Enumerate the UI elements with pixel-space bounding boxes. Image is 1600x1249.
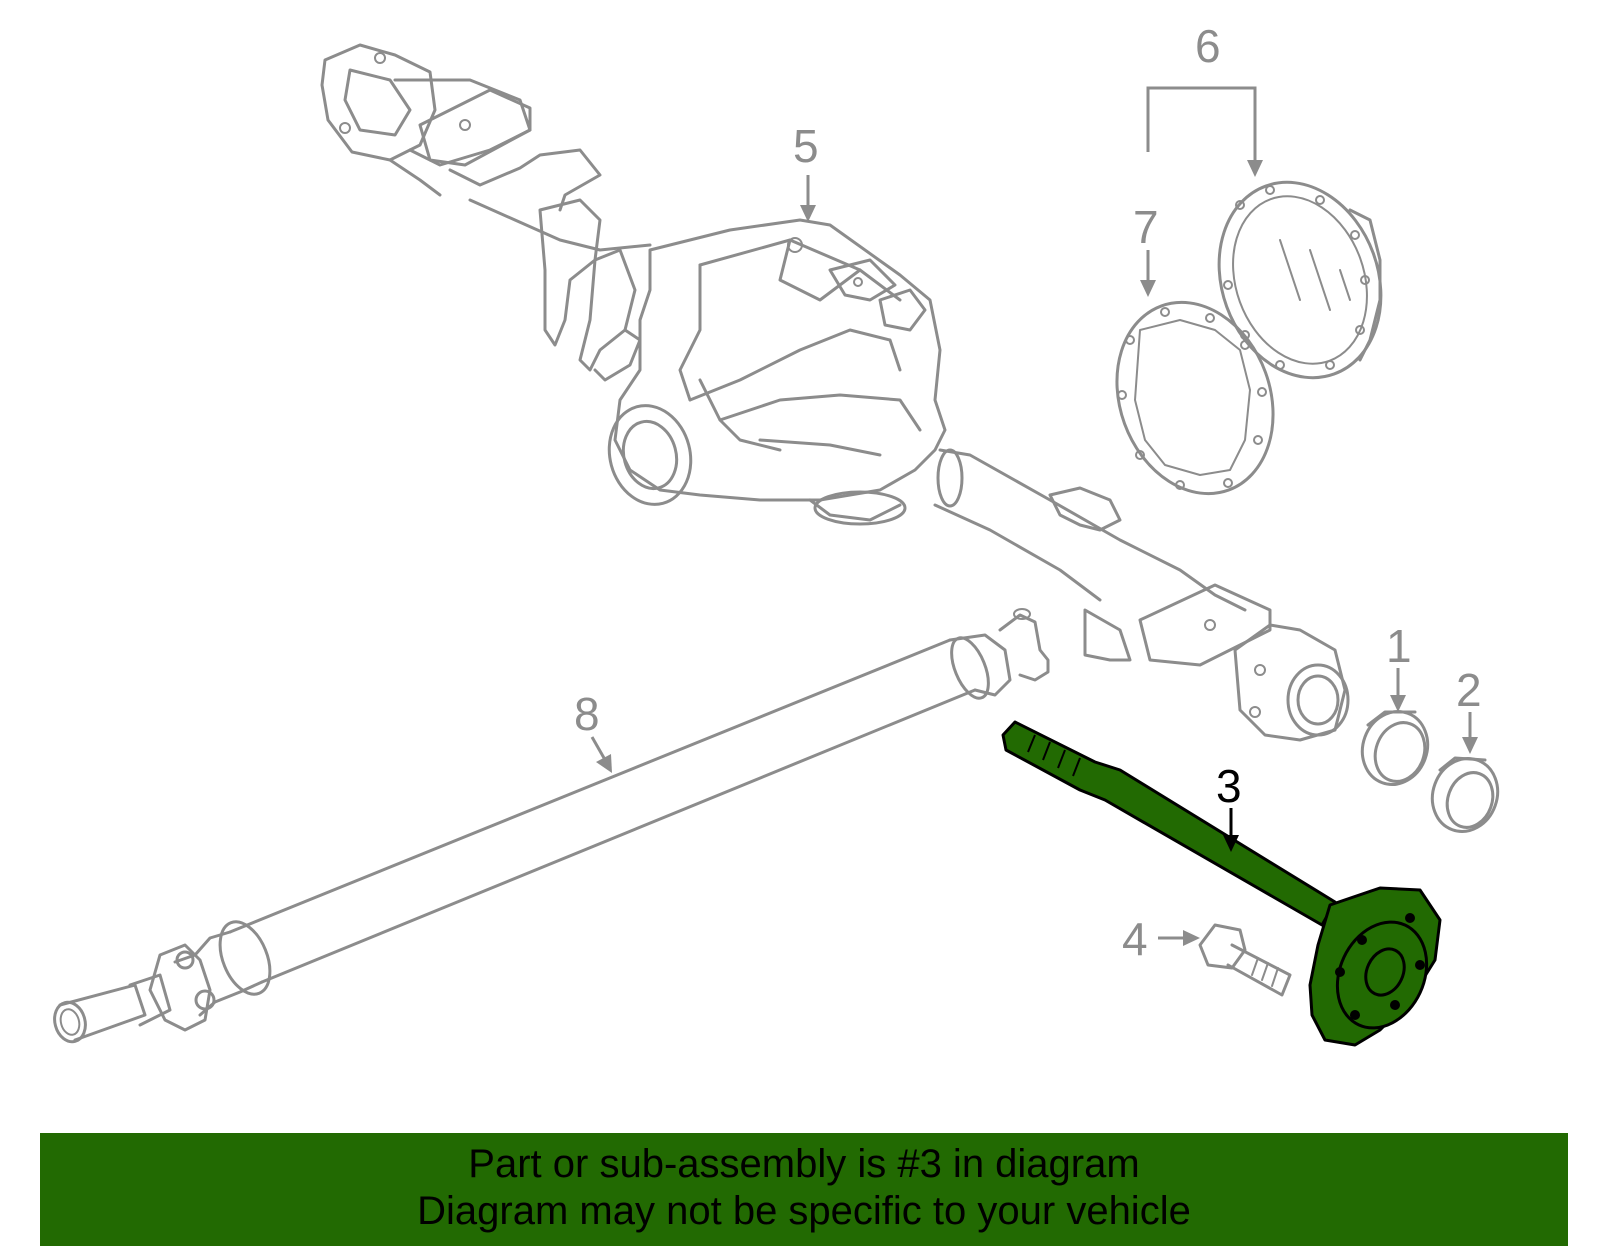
parts-diagram: 5 6 7 1 2 3 4 8 — [50, 20, 1507, 1047]
gasket-part-7[interactable] — [1091, 280, 1299, 515]
stud-part-4[interactable] — [1198, 923, 1292, 997]
drive-shaft-part-8[interactable] — [50, 608, 1050, 1045]
diff-cover-part-6[interactable] — [1193, 159, 1408, 400]
callout-8: 8 — [574, 688, 600, 740]
callout-arrows — [590, 86, 1478, 946]
info-banner: Part or sub-assembly is #3 in diagram Di… — [40, 1133, 1568, 1246]
banner-line-2: Diagram may not be specific to your vehi… — [417, 1189, 1191, 1233]
callout-6: 6 — [1195, 20, 1221, 72]
callout-3: 3 — [1216, 760, 1242, 812]
callout-5: 5 — [793, 120, 819, 172]
callout-2: 2 — [1456, 664, 1482, 716]
axle-housing-part-5[interactable] — [320, 43, 1350, 742]
callout-7: 7 — [1133, 201, 1159, 253]
axle-shaft-part-3[interactable] — [1001, 720, 1443, 1047]
banner-line-1: Part or sub-assembly is #3 in diagram — [468, 1142, 1140, 1186]
bearing-part-1[interactable] — [1352, 702, 1437, 793]
seal-part-2[interactable] — [1422, 749, 1507, 840]
callout-1: 1 — [1386, 620, 1412, 672]
callout-4: 4 — [1122, 913, 1148, 965]
